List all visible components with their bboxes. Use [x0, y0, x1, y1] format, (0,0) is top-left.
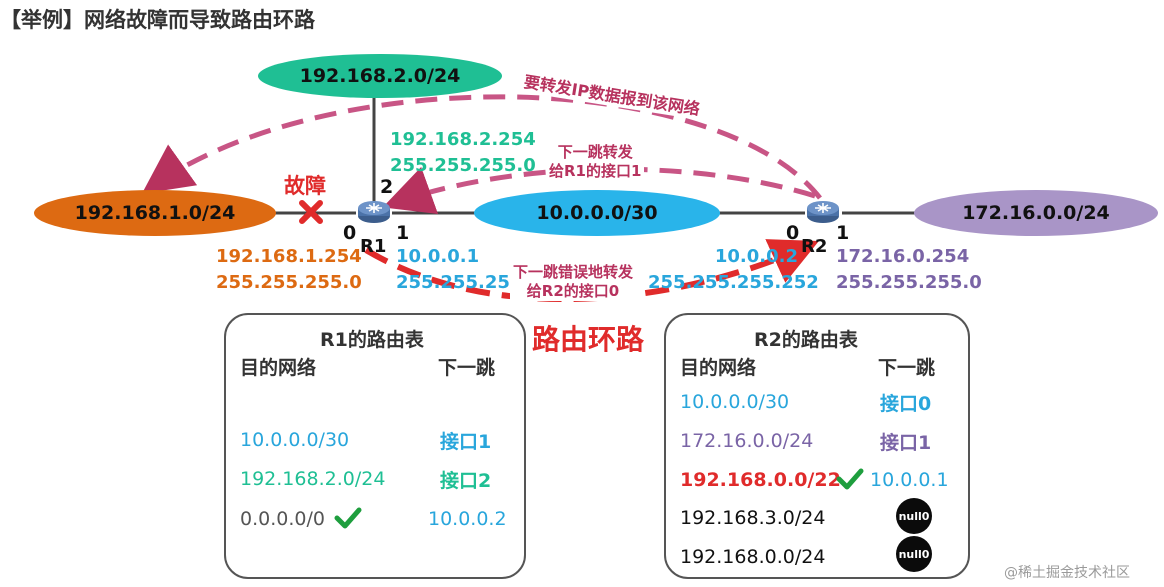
- r2-row-4-dest: 192.168.3.0/24: [680, 507, 826, 529]
- watermark: @稀土掘金技术社区: [1004, 565, 1130, 581]
- r1-port1-ip: 10.0.0.1: [396, 246, 480, 267]
- r1-row-1-next: 接口1: [440, 431, 492, 453]
- r2-row-5-next: null0: [896, 536, 932, 572]
- r2-port-0: 0: [786, 222, 800, 244]
- r1-table-title: R1的路由表: [320, 329, 424, 351]
- r1-port-1: 1: [396, 222, 410, 244]
- network-left: 192.168.1.0/24: [34, 190, 276, 236]
- annotation-next-hop-r1-line2: 给R1的接口1: [549, 161, 642, 180]
- network-right: 172.16.0.0/24: [914, 190, 1158, 236]
- network-top-label: 192.168.2.0/24: [299, 65, 461, 87]
- r1-table-header-dest: 目的网络: [240, 357, 317, 379]
- r2-row-3-next: 10.0.0.1: [870, 469, 949, 491]
- routing-loop-label: 路由环路: [528, 318, 649, 358]
- r1-port2-address: 192.168.2.254 255.255.255.0: [390, 127, 536, 179]
- r1-port-0: 0: [343, 222, 357, 244]
- router-icon: [358, 201, 390, 223]
- r2-row-2-dest: 172.16.0.0/24: [680, 430, 814, 452]
- annotation-next-hop-r2: 下一跳错误地转发 给R2的接口0: [510, 263, 637, 301]
- r1-port-2: 2: [380, 176, 394, 198]
- r2-row-5-dest: 192.168.0.0/24: [680, 546, 826, 568]
- network-right-label: 172.16.0.0/24: [962, 202, 1110, 224]
- r1-row-3-dest: 0.0.0.0/0: [240, 508, 325, 530]
- r1-row-3-next: 10.0.0.2: [428, 508, 507, 530]
- r2-port1-mask: 255.255.255.0: [836, 272, 982, 294]
- r1-row-2-next: 接口2: [440, 470, 492, 492]
- router-r2-label: R2: [801, 236, 828, 257]
- annotation-next-hop-r2-line2: 给R2的接口0: [526, 281, 620, 300]
- check-icon: [836, 468, 864, 490]
- r2-row-3-dest: 192.168.0.0/22: [680, 469, 841, 491]
- router-r1-label: R1: [360, 236, 387, 257]
- r2-row-1-next: 接口0: [880, 393, 932, 415]
- r2-table-header-next: 下一跳: [878, 357, 936, 379]
- annotation-next-hop-r2-line1: 下一跳错误地转发: [513, 263, 634, 281]
- r2-port0-mask: 255.255.255.252: [648, 272, 819, 294]
- network-top: 192.168.2.0/24: [258, 54, 502, 98]
- r1-routing-table: R1的路由表 目的网络 下一跳 10.0.0.0/30 接口1 192.168.…: [224, 313, 526, 579]
- page-title: 【举例】网络故障而导致路由环路: [0, 8, 315, 32]
- network-left-label: 192.168.1.0/24: [74, 202, 236, 224]
- r2-table-header-dest: 目的网络: [680, 357, 757, 379]
- fault-label: 故障: [284, 174, 326, 198]
- r1-table-header-next: 下一跳: [438, 357, 496, 379]
- check-icon: [334, 507, 362, 529]
- annotation-next-hop-r1-line1: 下一跳转发: [557, 143, 633, 161]
- r2-port1-ip: 172.16.0.254: [836, 246, 970, 267]
- r2-row-2-next: 接口1: [880, 432, 932, 454]
- r1-port0-address: 192.168.1.254 255.255.255.0: [216, 244, 362, 296]
- network-middle-label: 10.0.0.0/30: [536, 202, 658, 224]
- r1-port0-ip: 192.168.1.254: [216, 246, 362, 267]
- r2-row-4-next: null0: [896, 498, 932, 534]
- router-icon: [807, 201, 839, 223]
- annotation-next-hop-r1: 下一跳转发 给R1的接口1: [546, 143, 645, 181]
- r2-row-1-dest: 10.0.0.0/30: [680, 391, 790, 413]
- r1-row-1-dest: 10.0.0.0/30: [240, 429, 350, 451]
- r1-row-2-dest: 192.168.2.0/24: [240, 468, 386, 490]
- network-middle: 10.0.0.0/30: [474, 190, 720, 236]
- arrow-forward-ip: [141, 94, 822, 200]
- fault-x-icon: [299, 200, 323, 224]
- r2-port0-address: 10.0.0.2 255.255.255.252: [648, 244, 819, 296]
- r2-port1-address: 172.16.0.254 255.255.255.0: [836, 244, 982, 296]
- r1-port2-mask: 255.255.255.0: [390, 155, 536, 177]
- r2-routing-table: R2的路由表 目的网络 下一跳 10.0.0.0/30 接口0 172.16.0…: [664, 313, 970, 579]
- r1-port2-ip: 192.168.2.254: [390, 129, 536, 150]
- r2-port0-ip: 10.0.0.2: [714, 246, 798, 267]
- r2-port-1: 1: [836, 222, 850, 244]
- r2-table-title: R2的路由表: [754, 329, 858, 351]
- r1-port0-mask: 255.255.255.0: [216, 272, 362, 294]
